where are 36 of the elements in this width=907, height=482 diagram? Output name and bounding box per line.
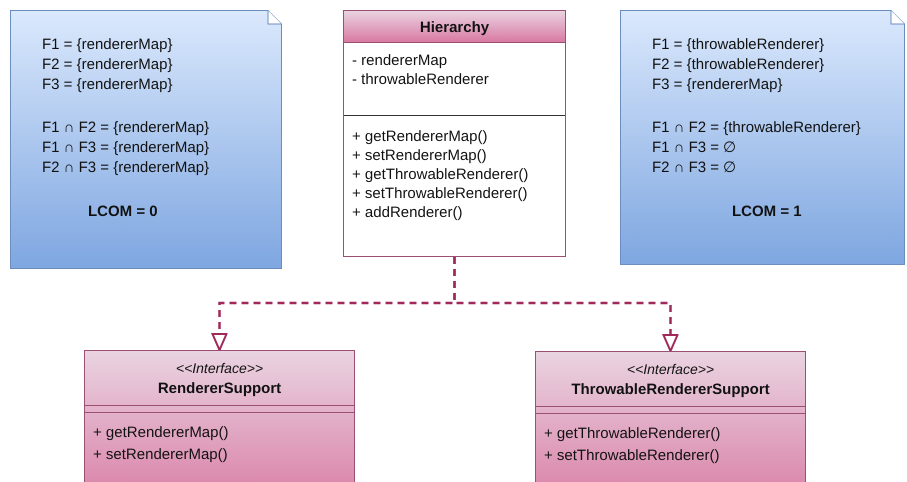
realization-arrow: [453, 257, 678, 352]
set-expression: F1 ∩ F2 = {throwableRenderer}: [652, 118, 861, 137]
method-text: + getThrowableRenderer(): [352, 165, 528, 184]
class-box: [343, 10, 566, 257]
set-expression: F1 = {throwableRenderer}: [652, 35, 824, 54]
stereotype-text: <<Interface>>: [626, 360, 716, 379]
set-expression: F1 ∩ F2 = {rendererMap}: [42, 118, 210, 137]
interface-box: [84, 350, 355, 482]
stereotype-text: <<Interface>>: [174, 359, 264, 378]
method-text: + setRendererMap(): [352, 146, 487, 165]
set-expression: F1 ∩ F3 = {rendererMap}: [42, 138, 210, 157]
method-text: + setThrowableRenderer(): [544, 446, 720, 465]
method-text: + getThrowableRenderer(): [544, 424, 720, 443]
method-text: + getRendererMap(): [93, 423, 228, 442]
attribute-text: - rendererMap: [352, 51, 448, 70]
set-expression: F1 = {rendererMap}: [42, 35, 172, 54]
set-expression: F2 = {rendererMap}: [42, 55, 172, 74]
set-expression: F3 = {rendererMap}: [652, 75, 782, 94]
set-expression: F1 ∩ F3 = ∅: [652, 138, 736, 157]
method-text: + getRendererMap(): [352, 127, 488, 146]
attribute-text: - throwableRenderer: [352, 70, 489, 89]
set-expression: F2 ∩ F3 = {rendererMap}: [42, 158, 210, 177]
metric-result: LCOM = 0: [88, 202, 158, 221]
method-text: + addRenderer(): [352, 203, 462, 222]
set-expression: F2 ∩ F3 = ∅: [652, 158, 736, 177]
set-expression: F2 = {throwableRenderer}: [652, 55, 824, 74]
interface-name: RendererSupport: [156, 379, 282, 398]
interface-box: [535, 351, 806, 482]
class-name: Hierarchy: [418, 18, 490, 37]
note-shape: [10, 10, 282, 269]
method-text: + setRendererMap(): [93, 445, 228, 464]
metric-result: LCOM = 1: [732, 202, 802, 221]
set-expression: F3 = {rendererMap}: [42, 75, 172, 94]
method-text: + setThrowableRenderer(): [352, 184, 528, 203]
interface-name: ThrowableRendererSupport: [570, 380, 771, 399]
note-shape: [620, 10, 905, 265]
